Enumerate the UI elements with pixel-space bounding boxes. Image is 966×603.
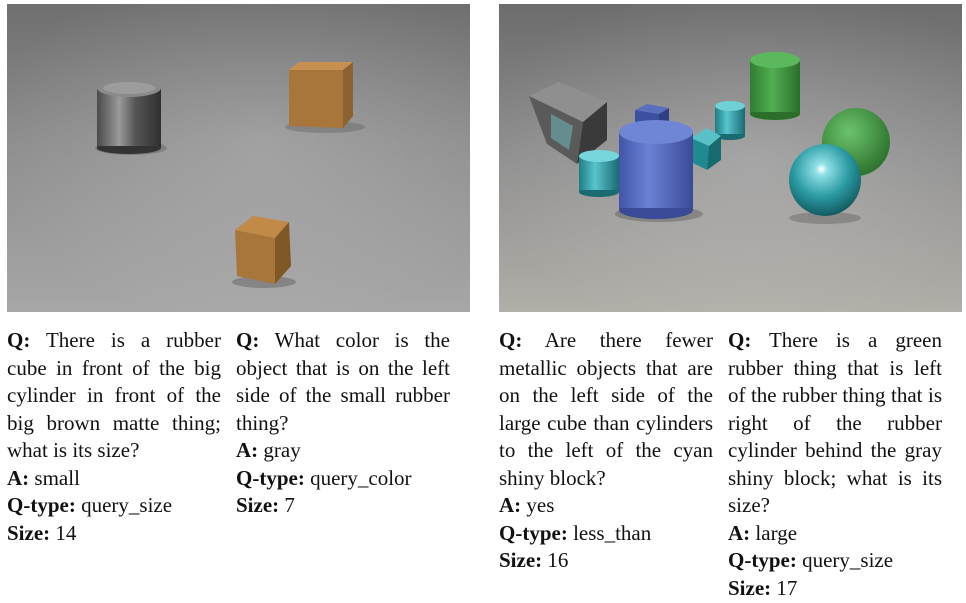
qa-answer: A: yes bbox=[499, 493, 555, 517]
qtype-text: query_size bbox=[802, 548, 894, 572]
gray-metal-cube bbox=[529, 82, 607, 164]
question-text: Are there fewer metallic objects that ar… bbox=[499, 328, 713, 490]
qa-example-2: Q: What color is the object that is on t… bbox=[236, 327, 450, 520]
qa-answer: A: small bbox=[7, 465, 80, 490]
qa-question: Q: There is a rubber cube in front of th… bbox=[7, 328, 221, 462]
qa-qtype: Q-type: query_size bbox=[728, 548, 894, 572]
qa-example-4: Q: There is a green rubber thing that is… bbox=[728, 327, 942, 602]
size-text: 7 bbox=[284, 493, 295, 517]
answer-text: large bbox=[755, 520, 798, 545]
cyan-metal-cylinder-back bbox=[715, 101, 745, 140]
scene-image-left bbox=[7, 4, 470, 312]
green-rubber-cylinder bbox=[750, 52, 800, 120]
scene-image-right bbox=[499, 4, 962, 312]
size-text: 16 bbox=[547, 548, 569, 572]
qa-question: Q: What color is the object that is on t… bbox=[236, 328, 450, 435]
answer-text: gray bbox=[263, 438, 301, 462]
qa-example-3: Q: Are there fewer metallic objects that… bbox=[499, 327, 713, 575]
answer-text: yes bbox=[526, 493, 555, 517]
qa-qtype: Q-type: query_size bbox=[7, 493, 173, 517]
qtype-text: less_than bbox=[573, 520, 652, 545]
qa-example-1: Q: There is a rubber cube in front of th… bbox=[7, 327, 221, 547]
size-text: 14 bbox=[55, 520, 77, 545]
gray-metal-cylinder bbox=[95, 79, 167, 155]
qa-size: Size: 17 bbox=[728, 575, 798, 600]
answer-text: small bbox=[34, 465, 80, 490]
cyan-metal-cube bbox=[691, 128, 721, 170]
brown-rubber-cube-small bbox=[232, 216, 296, 288]
blue-rubber-cylinder bbox=[615, 120, 703, 222]
qa-size: Size: 14 bbox=[7, 520, 77, 545]
qa-qtype: Q-type: query_color bbox=[236, 465, 412, 490]
qa-answer: A: large bbox=[728, 520, 798, 545]
qa-question: Q: There is a green rubber thing that is… bbox=[728, 328, 942, 517]
question-text: What color is the object that is on the … bbox=[236, 328, 450, 435]
qtype-text: query_color bbox=[310, 465, 412, 490]
brown-rubber-cube-large bbox=[285, 62, 365, 133]
question-text: There is a green rubber thing that is le… bbox=[728, 328, 942, 517]
cyan-metal-cylinder-front bbox=[579, 150, 619, 197]
qa-answer: A: gray bbox=[236, 438, 301, 462]
question-text: There is a rubber cube in front of the b… bbox=[7, 328, 221, 462]
cyan-metal-sphere bbox=[789, 144, 861, 224]
qa-size: Size: 16 bbox=[499, 548, 569, 572]
qa-size: Size: 7 bbox=[236, 493, 295, 517]
qa-qtype: Q-type: less_than bbox=[499, 520, 652, 545]
qtype-text: query_size bbox=[81, 493, 173, 517]
qa-question: Q: Are there fewer metallic objects that… bbox=[499, 328, 713, 490]
size-text: 17 bbox=[776, 575, 798, 600]
